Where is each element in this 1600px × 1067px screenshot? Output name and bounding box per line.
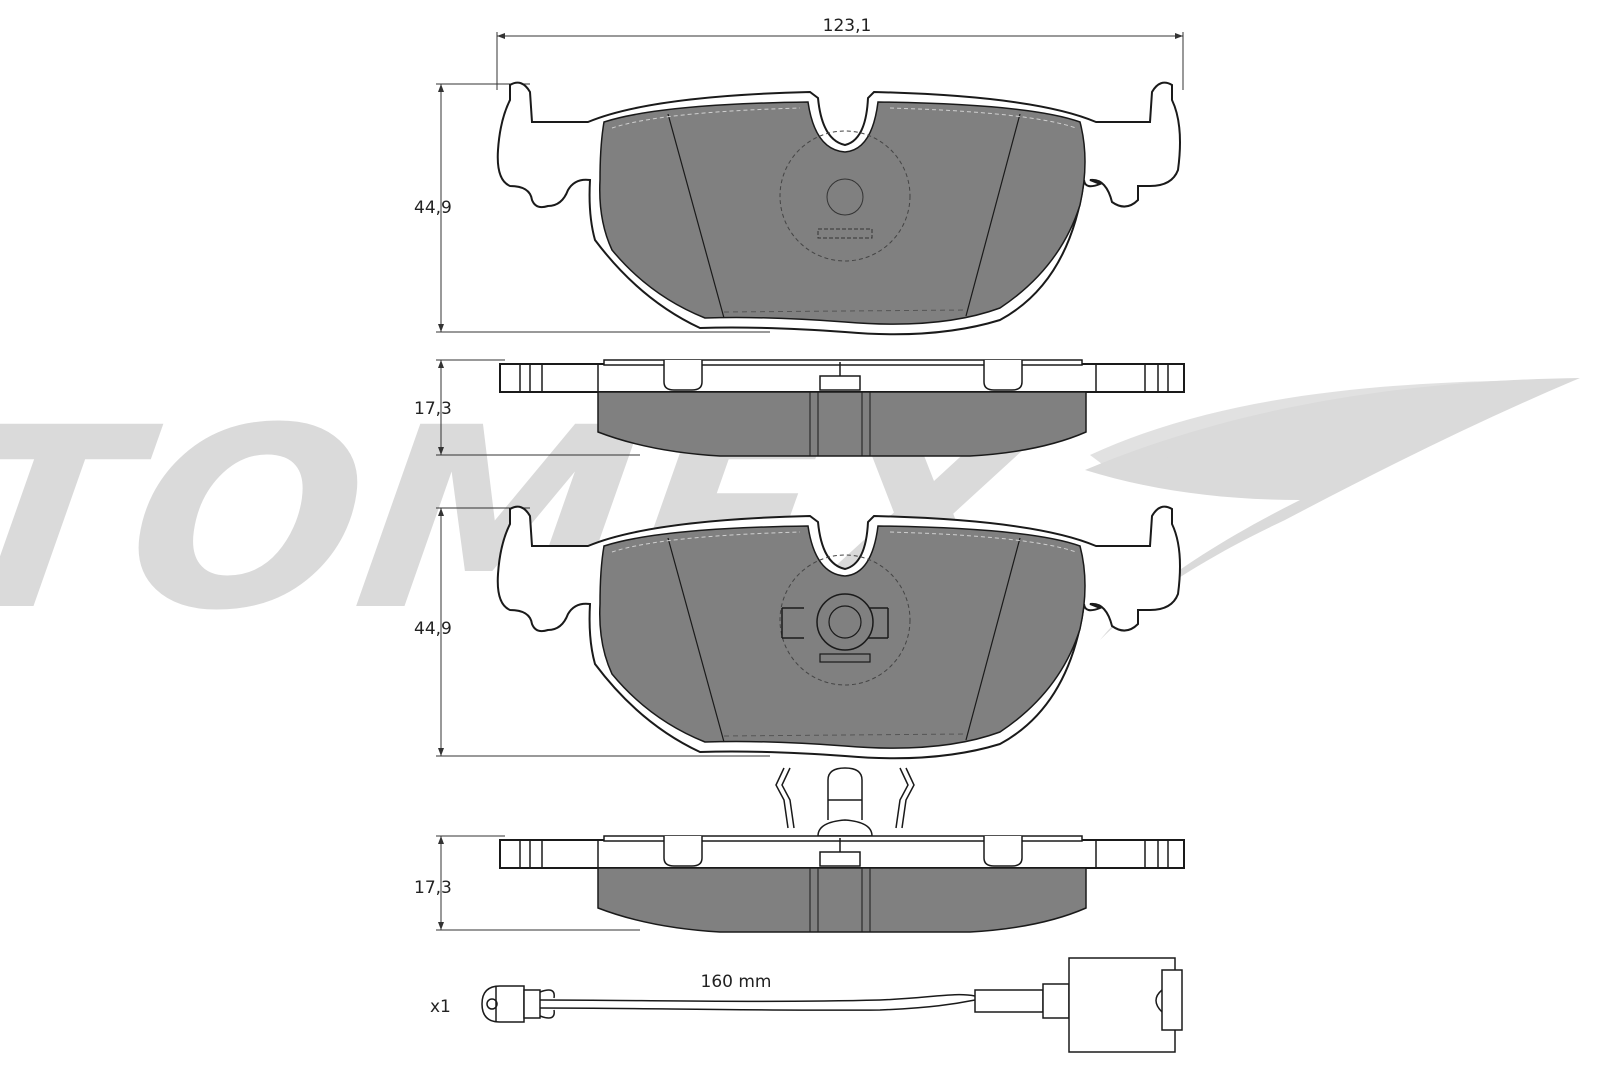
height-bottom-label: 44,9 (414, 619, 452, 639)
thickness-top-label: 17,3 (414, 399, 452, 419)
sensor-length-label: 160 mm (701, 972, 772, 992)
dimension-arrows (438, 33, 1183, 930)
wear-sensor-cable (481, 957, 1183, 1053)
brake-pad-front-view-top (496, 81, 1181, 336)
thickness-bottom-label: 17,3 (414, 878, 452, 898)
brake-pad-front-view-bottom (496, 505, 1181, 760)
wear-sensor-clip (775, 767, 915, 837)
dimension-lines (436, 32, 1184, 931)
width-dimension-label: 123,1 (823, 16, 872, 36)
sensor-quantity-label: x1 (430, 997, 451, 1017)
height-top-label: 44,9 (414, 198, 452, 218)
brake-pad-side-view-bottom (499, 835, 1185, 933)
